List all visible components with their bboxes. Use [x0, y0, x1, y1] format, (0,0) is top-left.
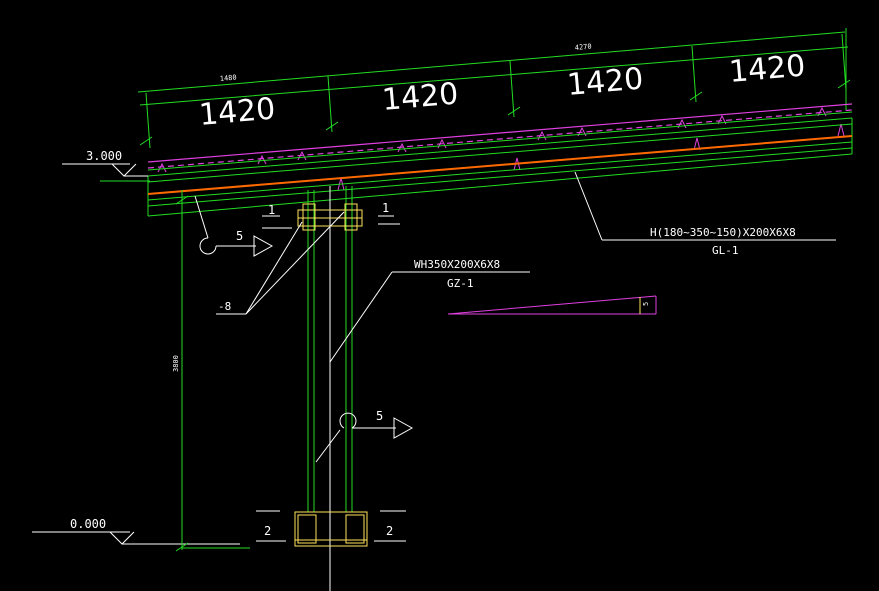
- slope-indicator: [447, 295, 657, 315]
- beam-mark-label: GL-1: [712, 244, 739, 257]
- purlin-line: [147, 103, 853, 169]
- section-cut-1: [262, 215, 400, 229]
- extension-line: [841, 33, 847, 91]
- column-label-leader: [315, 271, 530, 463]
- dimension-ticks: [139, 79, 851, 146]
- elevation-ground-label: 0.000: [70, 517, 106, 531]
- dimension-line: [139, 46, 849, 106]
- detail-leader: [194, 195, 209, 239]
- dimension-first-small: 1480: [219, 74, 236, 83]
- column-gz-1: [307, 186, 353, 512]
- base-plate: [294, 511, 368, 547]
- slope-note: 5: [642, 302, 650, 306]
- column-section-label: WH350X200X6X8: [414, 258, 500, 271]
- beam-gl-1: [147, 111, 853, 217]
- plate-label: -8: [218, 300, 231, 313]
- plate-label-leader: [216, 211, 345, 315]
- elevation-top-label: 3.000: [86, 149, 122, 163]
- elevation-ground: [32, 531, 240, 545]
- detail-symbol-upper-label: 5: [236, 229, 243, 243]
- section-cut-1-left: 1: [268, 203, 275, 217]
- dimension-total: 4270: [574, 43, 591, 52]
- dimension-line: [137, 31, 846, 93]
- span-dimension-3: 1420: [566, 61, 645, 103]
- column-height-dimension: [175, 190, 250, 552]
- detail-symbol-upper: [199, 235, 274, 257]
- beam-section-label: H(180~350~150)X200X6X8: [650, 226, 796, 239]
- detail-symbol-lower-label: 5: [376, 409, 383, 423]
- detail-symbol-lower: [339, 412, 414, 439]
- slope-line: [147, 135, 853, 195]
- span-dimension-1: 1420: [198, 91, 277, 133]
- beam-label-leader: [574, 171, 836, 241]
- extension-line: [691, 45, 697, 103]
- elevation-top: [62, 163, 150, 182]
- section-cut-2: [256, 510, 406, 542]
- section-cut-1-right: 1: [382, 201, 389, 215]
- section-cut-2-left: 2: [264, 524, 271, 538]
- column-mark-label: GZ-1: [447, 277, 474, 290]
- dimension-chain: [137, 28, 849, 149]
- span-dimension-4: 1420: [728, 48, 807, 90]
- extension-line: [509, 60, 515, 118]
- section-cut-2-right: 2: [386, 524, 393, 538]
- span-dimension-2: 1420: [381, 76, 460, 118]
- column-height-label: 3800: [172, 355, 180, 372]
- extension-line: [327, 75, 333, 133]
